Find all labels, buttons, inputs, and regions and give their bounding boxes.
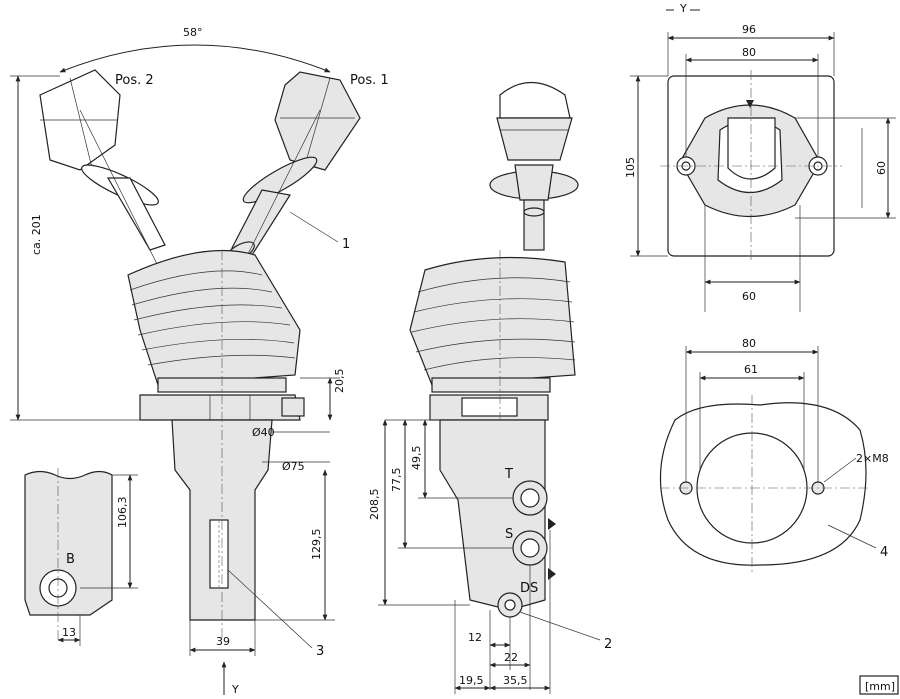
bellows-side (409, 256, 576, 386)
knob-top (499, 82, 571, 119)
dim-80-top: 80 (742, 46, 756, 59)
dim-61: 61 (744, 363, 758, 376)
dim-39: 39 (216, 635, 230, 648)
callout-1: 1 (342, 237, 350, 252)
dim-96: 96 (742, 23, 756, 36)
dim-129-5: 129,5 (310, 529, 323, 561)
body-side (439, 419, 546, 611)
angle-arc (59, 44, 331, 73)
dim-total-height: ca. 201 (30, 214, 43, 255)
dim-phi-40: Ø40 (252, 426, 275, 439)
front-view: 58° Pos. 2 Pos. 1 (10, 26, 389, 696)
letter-ds: DS (520, 581, 538, 596)
dim-80-flange: 80 (742, 337, 756, 350)
flange-front (139, 394, 301, 421)
dim-60-vertical: 60 (875, 161, 888, 175)
dim-208-5: 208,5 (368, 489, 381, 521)
thread-label: 2×M8 (856, 452, 889, 465)
dim-35-5: 35,5 (503, 674, 528, 687)
callout-4: 4 (880, 545, 888, 560)
bellows-front (127, 249, 301, 386)
dim-60-horizontal: 60 (742, 290, 756, 303)
letter-b: B (66, 552, 75, 567)
top-view-y: Y 96 80 105 60 (624, 2, 896, 312)
dim-19-5: 19,5 (459, 674, 484, 687)
pos1-label: Pos. 1 (350, 73, 389, 88)
pos2-label: Pos. 2 (115, 73, 154, 88)
unit-box (859, 675, 899, 695)
dim-20-5: 20,5 (333, 369, 346, 394)
angle-label: 58° (183, 26, 203, 39)
view-y-label: Y (231, 683, 239, 696)
dim-105: 105 (624, 157, 637, 178)
callout-2: 2 (604, 637, 612, 652)
unit-label: [mm] (865, 680, 895, 693)
dim-22: 22 (504, 651, 518, 664)
dim-49-5: 49,5 (410, 446, 423, 471)
side-view: T S DS 208,5 77,5 49,5 12 22 19,5 35,5 2 (368, 82, 612, 694)
flange-view: 80 61 2×M8 4 (659, 337, 889, 575)
letter-t: T (504, 467, 513, 482)
letter-s: S (505, 527, 513, 542)
dim-12: 12 (468, 631, 482, 644)
callout-3: 3 (316, 644, 324, 659)
view-y-top-label: Y (679, 2, 687, 15)
dim-13: 13 (62, 626, 76, 639)
dim-phi-75: Ø75 (282, 460, 305, 473)
dim-106-3: 106,3 (116, 497, 129, 529)
dim-77-5: 77,5 (390, 468, 403, 493)
detail-b-view: B 106,3 13 (24, 468, 138, 646)
